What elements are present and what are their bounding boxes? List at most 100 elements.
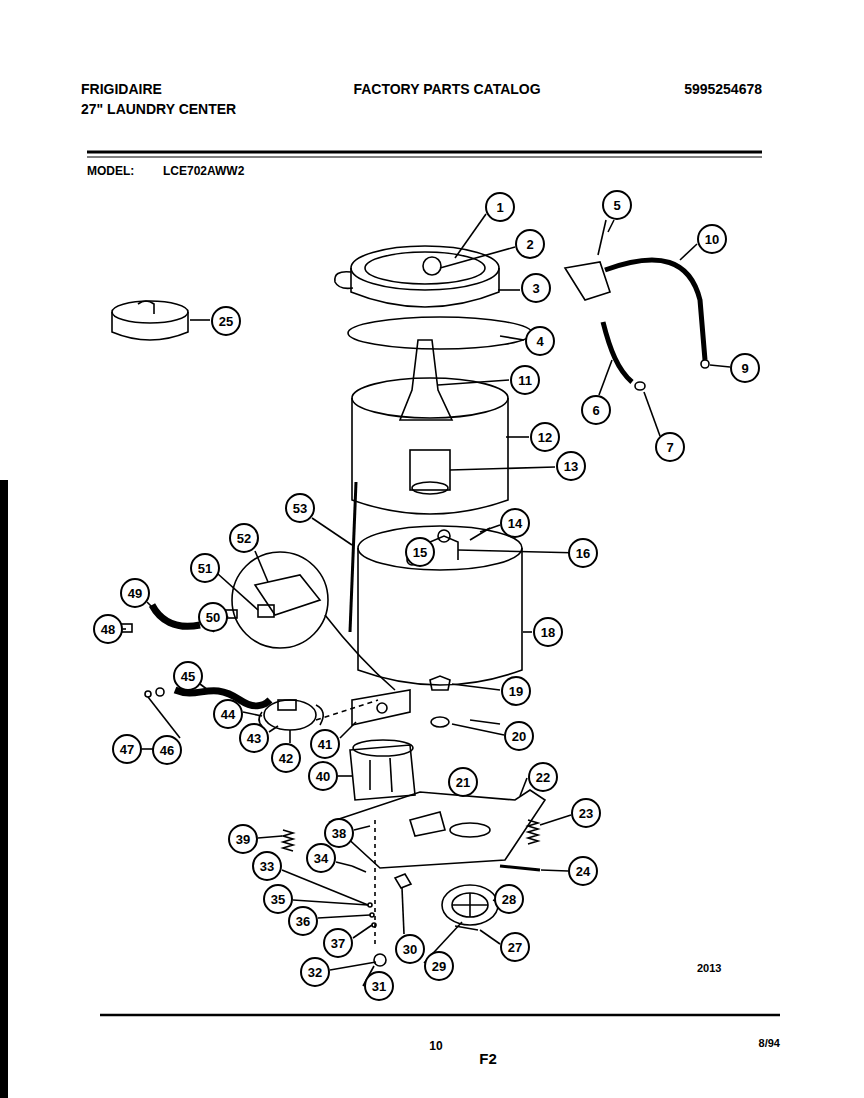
callout-number: 27 [500, 932, 530, 962]
callout-text: 47 [120, 743, 134, 756]
callout-text: 37 [331, 937, 345, 950]
callout-number: 41 [310, 729, 340, 759]
callout-number: 50 [198, 602, 228, 632]
callout-number: 51 [190, 553, 220, 583]
callout-text: 27 [508, 941, 522, 954]
callout-number: 15 [405, 537, 435, 567]
callout-text: 11 [518, 374, 532, 387]
callout-number: 52 [229, 523, 259, 553]
callout-text: 30 [403, 943, 417, 956]
callout-number: 46 [152, 735, 182, 765]
callout-number: 42 [271, 743, 301, 773]
callout-number: 12 [530, 422, 560, 452]
callout-number: 28 [494, 884, 524, 914]
callout-text: 15 [413, 546, 427, 559]
callout-number: 3 [521, 273, 551, 303]
callout-text: 3 [532, 282, 539, 295]
callout-text: 43 [247, 732, 261, 745]
callout-number: 45 [173, 661, 203, 691]
header-text: 2013 [697, 962, 721, 974]
header-text: 10 [429, 1040, 442, 1053]
callout-number: 6 [581, 395, 611, 425]
callout-number: 53 [285, 493, 315, 523]
callout-number: 11 [510, 365, 540, 395]
callout-number: 35 [263, 884, 293, 914]
callout-number: 22 [528, 762, 558, 792]
callout-number: 24 [568, 856, 598, 886]
callout-text: 28 [502, 893, 516, 906]
callout-number: 34 [306, 843, 336, 873]
callout-text: 5 [613, 199, 620, 212]
callout-text: 38 [332, 827, 346, 840]
callout-number: 40 [308, 761, 338, 791]
callout-text: 48 [101, 623, 115, 636]
callout-text: 42 [279, 752, 293, 765]
callout-text: 31 [372, 980, 386, 993]
catalog-title: FACTORY PARTS CATALOG [353, 82, 540, 97]
callout-text: 19 [509, 685, 523, 698]
header-text: MODEL: [87, 165, 134, 178]
callout-text: 53 [293, 502, 307, 515]
callout-text: 50 [206, 611, 220, 624]
callout-text: 6 [592, 404, 599, 417]
callout-text: 45 [181, 670, 195, 683]
callout-number: 10 [697, 224, 727, 254]
callout-number: 30 [395, 934, 425, 964]
header-text: 5995254678 [684, 82, 762, 97]
callout-number: 47 [112, 734, 142, 764]
header-text: F2 [479, 1051, 497, 1068]
callout-text: 18 [541, 626, 555, 639]
callout-number: 7 [655, 432, 685, 462]
callout-text: 44 [221, 708, 235, 721]
callout-text: 13 [564, 460, 578, 473]
callout-text: 23 [579, 807, 593, 820]
callout-number: 31 [364, 971, 394, 1001]
callout-number: 49 [120, 578, 150, 608]
callout-text: 32 [308, 966, 322, 979]
callout-text: 9 [741, 362, 748, 375]
callout-text: 51 [198, 562, 212, 575]
callout-number: 29 [424, 951, 454, 981]
callout-text: 46 [160, 744, 174, 757]
callout-text: 14 [508, 517, 522, 530]
callout-number: 14 [500, 508, 530, 538]
callout-text: 52 [237, 532, 251, 545]
header-text: 8/94 [759, 1037, 780, 1049]
callout-text: 29 [432, 960, 446, 973]
callout-number: 21 [448, 767, 478, 797]
callout-number: 4 [525, 326, 555, 356]
callout-text: 40 [316, 770, 330, 783]
callout-text: 34 [314, 852, 328, 865]
callout-text: 4 [536, 335, 543, 348]
header-text: 27" LAUNDRY CENTER [81, 102, 236, 117]
callout-text: 2 [526, 238, 533, 251]
callout-text: 25 [219, 315, 233, 328]
callout-number: 9 [730, 353, 760, 383]
callout-number: 13 [556, 451, 586, 481]
callout-number: 38 [324, 818, 354, 848]
callout-text: 7 [666, 441, 673, 454]
callout-number: 32 [300, 957, 330, 987]
callout-text: 24 [576, 865, 590, 878]
callout-text: 16 [576, 547, 590, 560]
callout-text: 22 [536, 771, 550, 784]
callout-number: 2 [515, 229, 545, 259]
callout-number: 33 [252, 851, 282, 881]
callout-number: 39 [228, 824, 258, 854]
callout-text: 20 [512, 730, 526, 743]
callout-number: 37 [323, 928, 353, 958]
callout-number: 25 [211, 306, 241, 336]
callout-number: 20 [504, 721, 534, 751]
callout-text: 49 [128, 587, 142, 600]
callout-text: 36 [296, 915, 310, 928]
header-text: LCE702AWW2 [163, 165, 244, 178]
callout-text: 35 [271, 893, 285, 906]
callout-number: 16 [568, 538, 598, 568]
callout-number: 5 [602, 190, 632, 220]
header-text: FRIGIDAIRE [81, 82, 162, 97]
callout-number: 44 [213, 699, 243, 729]
callout-number: 19 [501, 676, 531, 706]
callout-number: 48 [93, 614, 123, 644]
callout-text: 10 [705, 233, 719, 246]
